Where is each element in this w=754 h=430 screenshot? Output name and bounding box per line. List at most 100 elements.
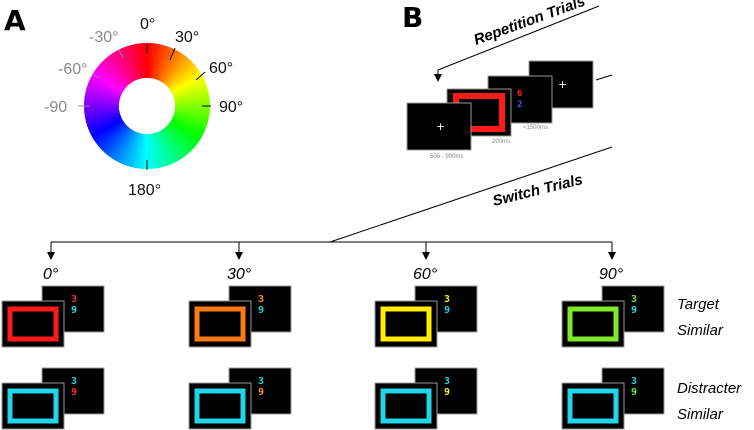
wheel-segment (90, 118, 123, 139)
wheel-segment (102, 58, 129, 87)
digit-bottom: 9 (258, 387, 264, 398)
wheel-segment (172, 79, 207, 97)
wheel-segment (120, 46, 138, 81)
color-frame (194, 306, 246, 342)
wheel-segment (112, 129, 134, 161)
timing-response: <1500ms (523, 125, 548, 131)
switch-trials-label: Switch Trials (491, 171, 585, 210)
wheel-segment (153, 132, 168, 168)
wheel-segment (170, 119, 202, 141)
wheel-segment (109, 52, 132, 84)
wheel-segment (162, 52, 185, 84)
digit-top: 3 (258, 376, 264, 387)
target-similar-stimulus-1: 39 (188, 285, 292, 348)
color-frame (380, 306, 432, 342)
wheel-segment (106, 127, 131, 158)
distracter-similar-stimulus-0: 39 (1, 367, 105, 430)
wheel-segment (143, 43, 148, 79)
distracter-similar-stimulus-3: 39 (561, 367, 665, 430)
wheel-label-minus-90: -90 (44, 99, 67, 116)
wheel-segment (160, 129, 182, 161)
target-similar-stimulus-2: 39 (374, 285, 478, 348)
panel-a-letter: A (4, 4, 26, 37)
timing-fixation: 500 - 900ms (430, 154, 463, 160)
svg-text:+: + (558, 78, 567, 91)
wheel-segment (99, 124, 128, 151)
digit-top: 3 (631, 376, 637, 387)
wheel-segment (169, 121, 201, 144)
wheel-segment (151, 133, 161, 169)
target-similar-stimulus-0: 39 (1, 285, 105, 348)
wheel-segment (158, 130, 177, 164)
wheel-segment (130, 44, 142, 80)
wheel-label-minus-60: -60° (58, 61, 88, 78)
wheel-segment (97, 123, 127, 149)
wheel-segment (165, 58, 192, 87)
wheel-segment (174, 95, 210, 104)
wheel-segment (162, 128, 185, 160)
wheel-label-180: 180° (128, 182, 161, 199)
wheel-segment (164, 126, 190, 156)
color-frame (567, 388, 619, 424)
repetition-trials-label: Repetition Trials (472, 0, 588, 49)
wheel-segment (104, 126, 130, 156)
condition-header-0: 0° (43, 266, 59, 283)
wheel-segment (160, 51, 182, 83)
wheel-segment (99, 61, 128, 88)
sequence-digit-top: 6 (517, 89, 522, 99)
wheel-segment (173, 85, 209, 100)
wheel-segment (112, 51, 134, 83)
wheel-segment (106, 54, 131, 85)
digit-top: 3 (258, 294, 264, 305)
wheel-segment (95, 122, 126, 147)
color-frame (567, 306, 619, 342)
wheel-label-60: 60° (209, 60, 233, 77)
condition-header-90: 90° (599, 266, 624, 283)
wheel-segment (171, 118, 204, 139)
wheel-segment (173, 82, 208, 98)
digit-bottom: 9 (631, 387, 637, 398)
digit-bottom: 9 (444, 305, 450, 316)
repetition-arrow (434, 5, 600, 82)
color-frame (194, 388, 246, 424)
wheel-segment (93, 121, 125, 144)
wheel-segment (168, 122, 199, 147)
wheel-segment (166, 124, 195, 151)
switch-diagonal (329, 146, 613, 243)
wheel-segment (136, 43, 145, 79)
wheel-segment (95, 65, 126, 90)
wheel-segment (164, 56, 190, 86)
panel-b-letter: B (402, 1, 423, 34)
wheel-segment (152, 132, 164, 168)
distracter-similar-stimulus-2: 39 (374, 367, 478, 430)
wheel-segment (104, 56, 130, 86)
wheel-segment (89, 117, 123, 136)
target-similar-stimulus-3: 39 (561, 285, 665, 348)
distracter-similar-stimulus-1: 39 (188, 367, 292, 430)
digit-bottom: 9 (71, 387, 77, 398)
digit-top: 3 (444, 294, 450, 305)
wheel-segment (92, 119, 124, 141)
wheel-segment (171, 76, 205, 95)
sequence-screen-fixation-start: + (406, 102, 472, 151)
digit-top: 3 (71, 376, 77, 387)
wheel-segment (84, 110, 120, 120)
wheel-segment (84, 108, 120, 117)
condition-header-60: 60° (413, 266, 438, 283)
wheel-segment (114, 130, 135, 163)
wheel-segment (169, 68, 201, 91)
wheel-segment (126, 44, 141, 80)
sequence-digit-bottom: 2 (517, 100, 522, 110)
wheel-label-0: 0° (140, 16, 155, 33)
wheel-segment (85, 111, 121, 123)
wheel-segment (149, 133, 158, 169)
wheel-segment (155, 132, 171, 167)
wheel-segment (170, 71, 202, 93)
wheel-label-30: 30° (175, 29, 199, 46)
digit-top: 3 (71, 294, 77, 305)
wheel-segment (92, 71, 124, 93)
wheel-segment (163, 127, 188, 158)
